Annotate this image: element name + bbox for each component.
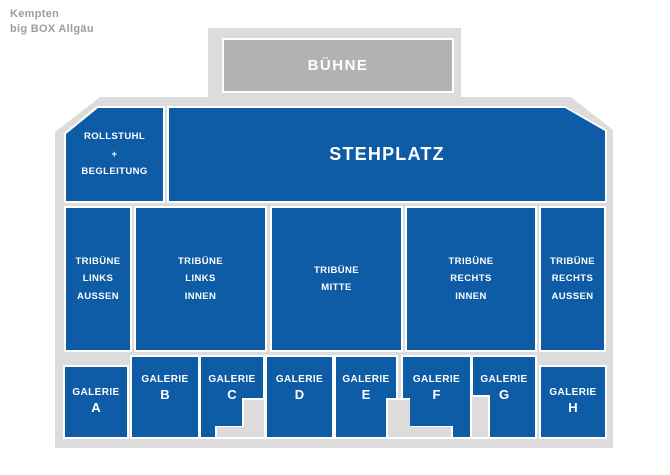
section-label: TRIBÜNE LINKS AUSSEN [75, 256, 121, 302]
section-galerie-b[interactable]: GALERIE B [130, 355, 200, 439]
stage: BÜHNE [222, 38, 454, 93]
section-label: GALERIE [342, 374, 390, 385]
section-tribuene-links-aussen[interactable]: TRIBÜNE LINKS AUSSEN [64, 206, 132, 352]
section-label: GALERIE [208, 374, 256, 385]
stage-apron: BÜHNE [208, 28, 461, 100]
section-letter: A [91, 399, 101, 415]
section-label: TRIBÜNE RECHTS INNEN [448, 256, 494, 302]
section-label: GALERIE [412, 374, 461, 385]
section-letter: F [432, 387, 441, 402]
section-letter: H [568, 399, 578, 415]
section-label: GALERIE [72, 386, 120, 398]
section-letter: B [160, 387, 170, 402]
section-label: TRIBÜNE MITTE [313, 264, 360, 293]
section-label: GALERIE [141, 374, 189, 385]
stage-label: BÜHNE [307, 57, 369, 74]
section-galerie-f[interactable]: GALERIE F [401, 355, 472, 439]
section-stehplatz[interactable]: STEHPLATZ [167, 106, 607, 203]
section-tribuene-rechts-innen[interactable]: TRIBÜNE RECHTS INNEN [405, 206, 537, 352]
section-galerie-h[interactable]: GALERIE H [539, 365, 607, 439]
section-stehplatz-fill: STEHPLATZ [169, 108, 605, 201]
section-letter: D [294, 387, 305, 402]
section-label: STEHPLATZ [329, 144, 445, 164]
section-galerie-d[interactable]: GALERIE D [265, 355, 334, 439]
section-galerie-a[interactable]: GALERIE A [63, 365, 129, 439]
section-rollstuhl-begleitung[interactable]: ROLLSTUHL + BEGLEITUNG [64, 106, 165, 203]
venue-city: Kempten [10, 8, 60, 20]
section-label: GALERIE [275, 374, 324, 385]
section-label: TRIBÜNE RECHTS AUSSEN [549, 256, 596, 302]
section-letter: C [227, 387, 237, 402]
stairs-notch-galerie-g [470, 395, 490, 439]
section-label: GALERIE [549, 386, 597, 398]
section-label: TRIBÜNE LINKS INNEN [177, 256, 224, 302]
section-label: GALERIE [480, 374, 528, 385]
section-letter: G [498, 387, 510, 402]
section-rollstuhl-begleitung-fill: ROLLSTUHL + BEGLEITUNG [66, 108, 163, 201]
section-tribuene-rechts-aussen[interactable]: TRIBÜNE RECHTS AUSSEN [539, 206, 606, 352]
section-tribuene-links-innen[interactable]: TRIBÜNE LINKS INNEN [134, 206, 267, 352]
section-label: ROLLSTUHL + BEGLEITUNG [81, 131, 148, 178]
section-letter: E [361, 387, 371, 402]
venue-name: big BOX Allgäu [10, 23, 94, 35]
section-tribuene-mitte[interactable]: TRIBÜNE MITTE [270, 206, 403, 352]
